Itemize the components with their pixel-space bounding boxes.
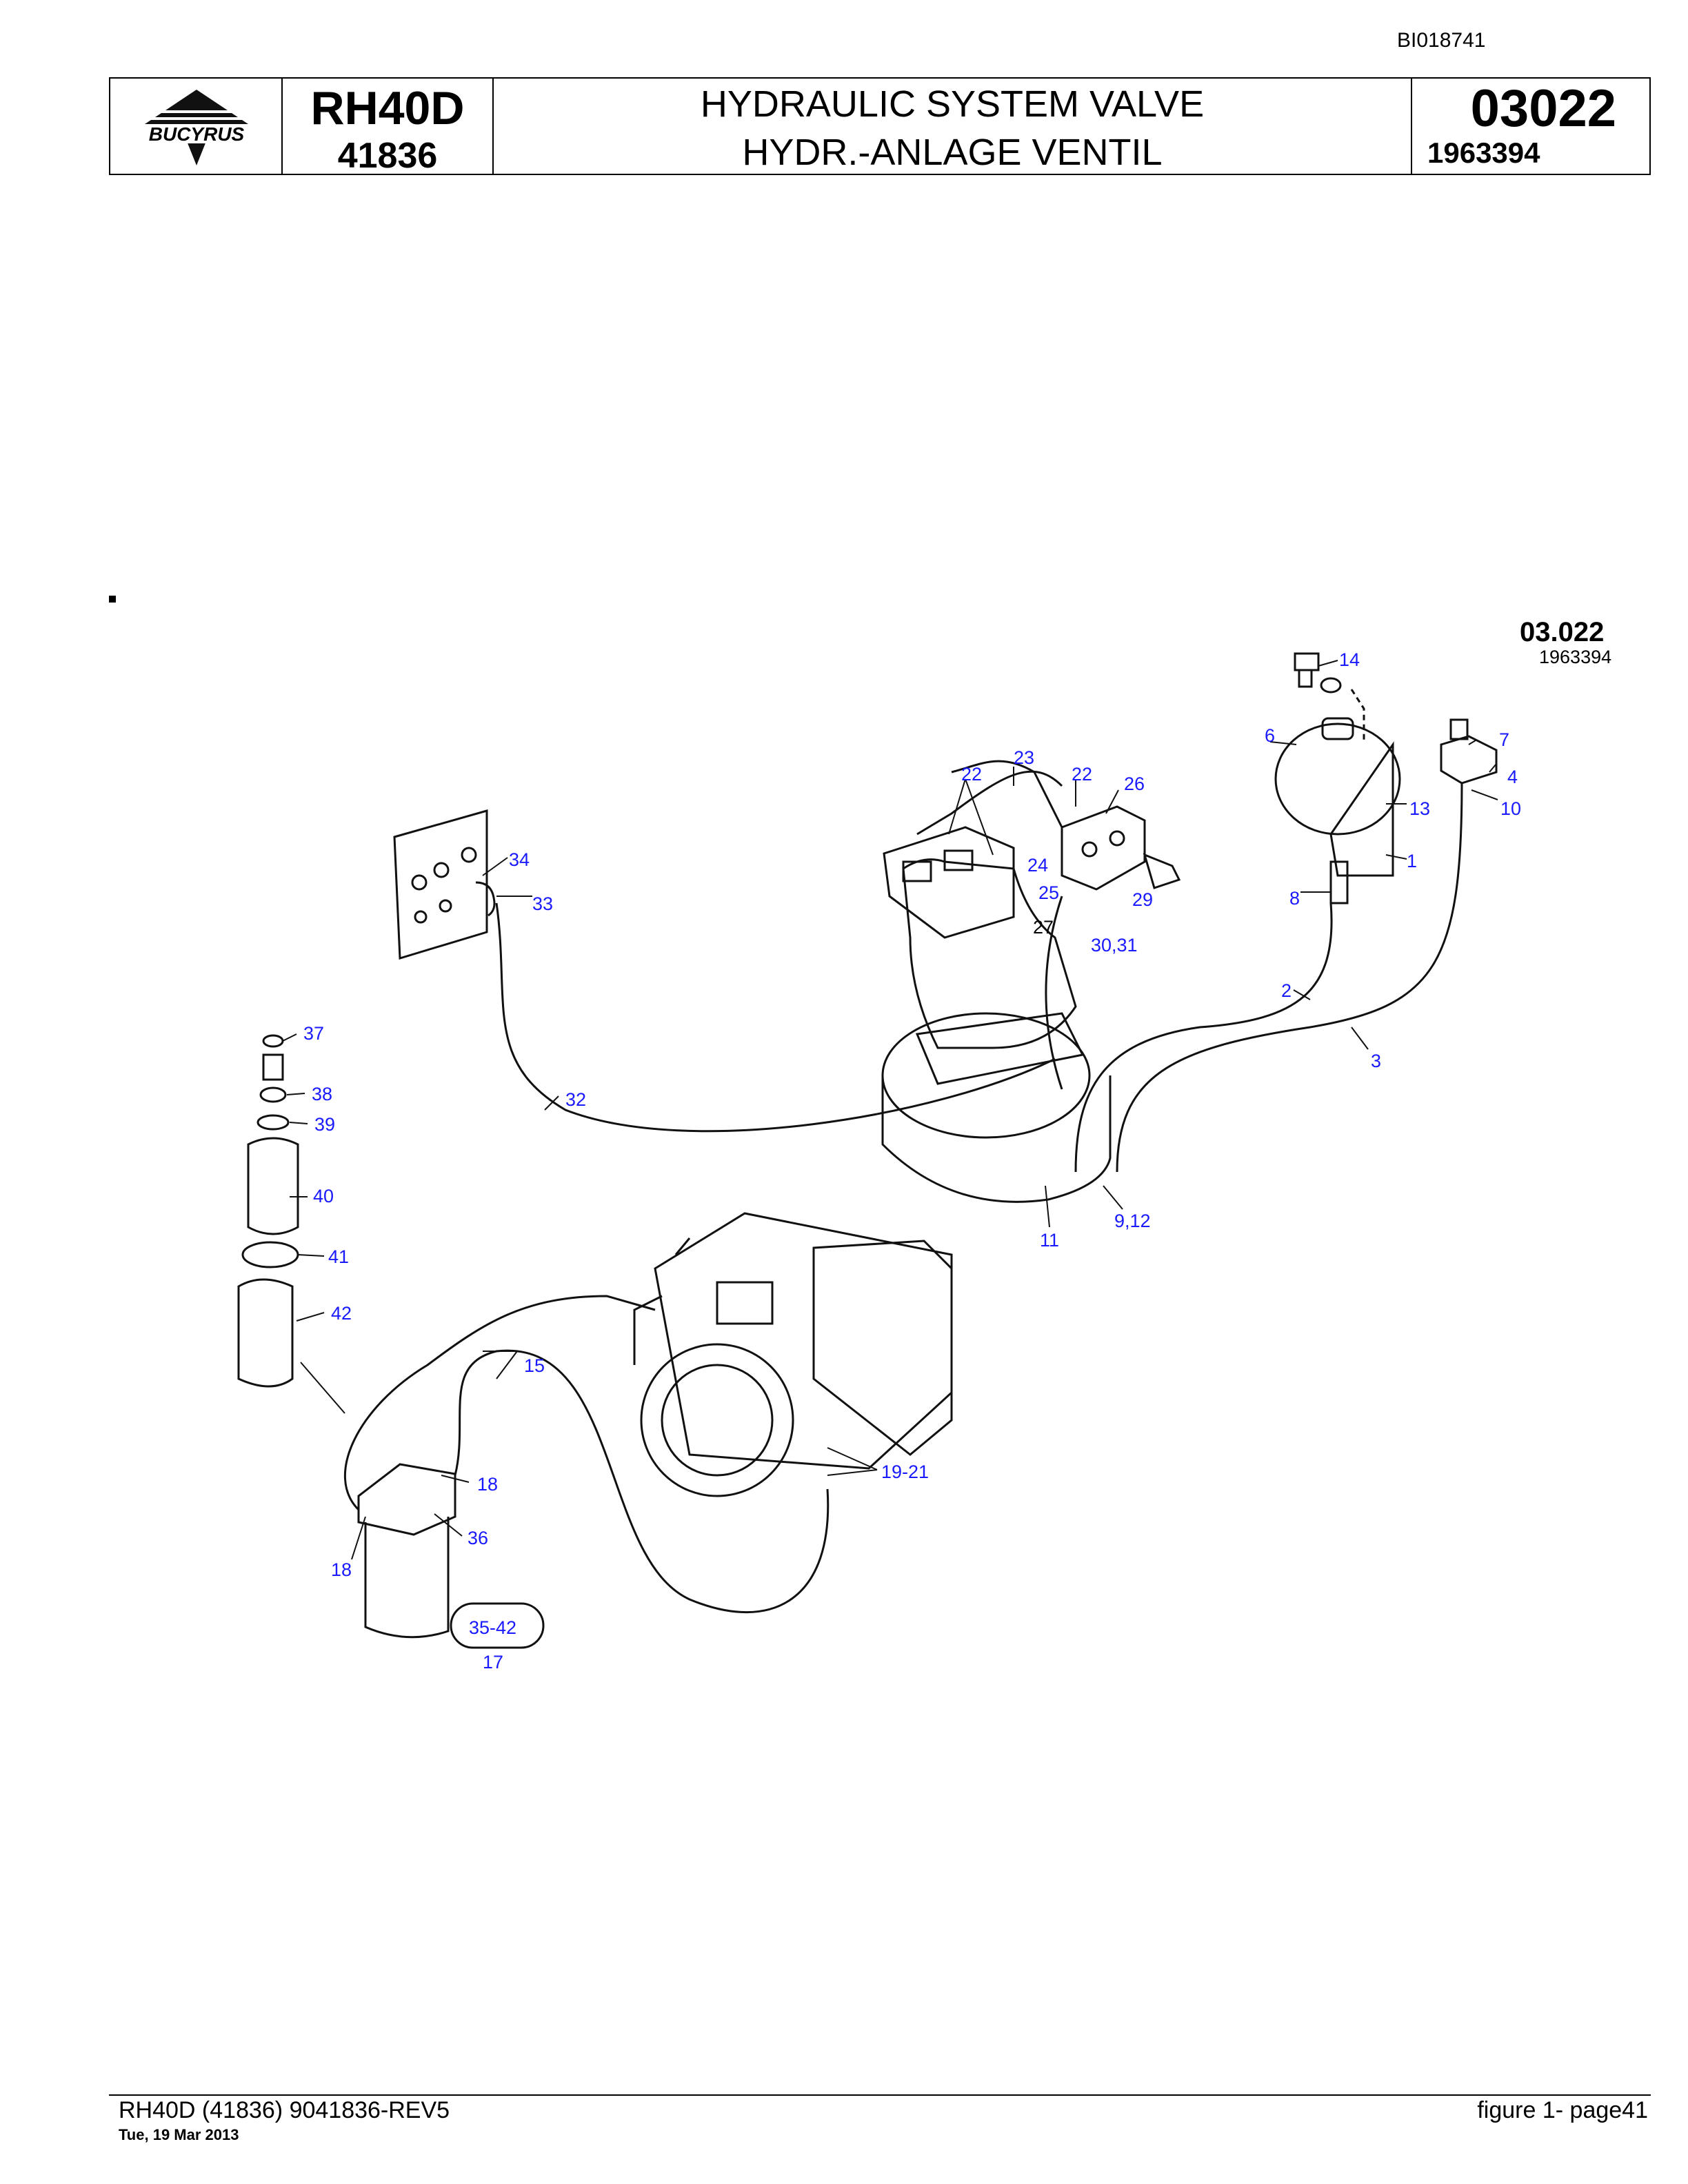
callout-15: 15 [524,1355,545,1376]
exploded-view-drawing: 03.022 1963394 [237,617,1611,1668]
callout-39: 39 [314,1114,335,1135]
mounting-plate [393,809,496,960]
hydraulic-pump [633,1212,953,1497]
callout-25: 25 [1038,882,1059,903]
valve-block [1061,805,1181,891]
drawing-group-ref: 03.022 [1520,617,1604,647]
callout-22-left: 22 [961,764,982,785]
callout-22-right: 22 [1072,764,1092,785]
callout-3: 3 [1371,1051,1381,1071]
callout-11: 11 [1040,1230,1059,1251]
callout-29: 29 [1132,889,1153,910]
group-number: 03022 [1470,79,1616,138]
callout-35-42: 35-42 [469,1617,516,1638]
tee-fitting [1440,718,1498,785]
callout-26: 26 [1124,774,1145,794]
callout-labels: 1 2 3 4 6 7 8 10 11 13 14 15 17 18 18 22… [303,649,1521,1668]
callout-17: 17 [483,1652,503,1668]
callout-30-31: 30,31 [1091,935,1138,956]
pressure-filter [357,1463,456,1639]
callout-13: 13 [1409,798,1430,819]
callout-1: 1 [1407,851,1417,871]
number-cell: 03022 1963394 [1412,79,1649,174]
callout-2: 2 [1281,980,1292,1001]
model-name: RH40D [310,82,465,134]
callout-27: 27 [1033,917,1054,938]
callout-42: 42 [331,1303,352,1324]
footer-page-ref: figure 1- page41 [1477,2097,1648,2123]
callout-18-right: 18 [477,1474,498,1495]
serial-number: 41836 [337,136,438,176]
callout-32: 32 [565,1089,586,1110]
callout-37: 37 [303,1023,324,1044]
marker-dot [109,596,116,603]
hose-lines [343,760,1463,1614]
swing-gearbox [881,826,1112,1203]
drawing-part-ref: 1963394 [1539,647,1611,667]
filter-parts-stack [237,1034,299,1388]
kit-bubble [450,1602,545,1649]
title-block: BUCYRUS RH40D 41836 HYDRAULIC SYSTEM VAL… [109,77,1651,176]
callout-9-12: 9,12 [1114,1211,1151,1231]
footer-rule [109,2094,1651,2096]
callout-40: 40 [313,1186,334,1206]
svg-text:BUCYRUS: BUCYRUS [149,123,245,145]
callout-6: 6 [1265,725,1275,746]
brand-cell: BUCYRUS [110,79,283,174]
part-number: 1963394 [1427,136,1540,169]
callout-23: 23 [1014,747,1034,768]
footer-date: Tue, 19 Mar 2013 [119,2126,239,2143]
callout-4: 4 [1507,767,1518,787]
bolt-and-washer [1294,652,1365,743]
model-cell: RH40D 41836 [283,79,494,176]
callout-10: 10 [1500,798,1521,819]
callout-36: 36 [468,1528,488,1548]
callout-7: 7 [1499,729,1509,750]
title-german: HYDR.-ANLAGE VENTIL [742,132,1163,173]
title-english: HYDRAULIC SYSTEM VALVE [700,83,1205,125]
callout-14: 14 [1339,649,1360,670]
callout-34: 34 [509,849,530,870]
accumulator [1274,717,1401,904]
title-cell: HYDRAULIC SYSTEM VALVE HYDR.-ANLAGE VENT… [494,79,1412,174]
callout-41: 41 [328,1246,349,1267]
callout-24: 24 [1027,855,1048,876]
callout-38: 38 [312,1084,332,1104]
callout-33: 33 [532,893,553,914]
bucyrus-logo: BUCYRUS [123,90,270,165]
callout-8: 8 [1289,888,1300,909]
callout-18-left: 18 [331,1559,352,1580]
document-id: BI018741 [1397,29,1486,52]
callout-19-21: 19-21 [881,1462,929,1482]
leader-lines [282,660,1498,1560]
footer-document-ref: RH40D (41836) 9041836-REV5 [119,2097,450,2123]
